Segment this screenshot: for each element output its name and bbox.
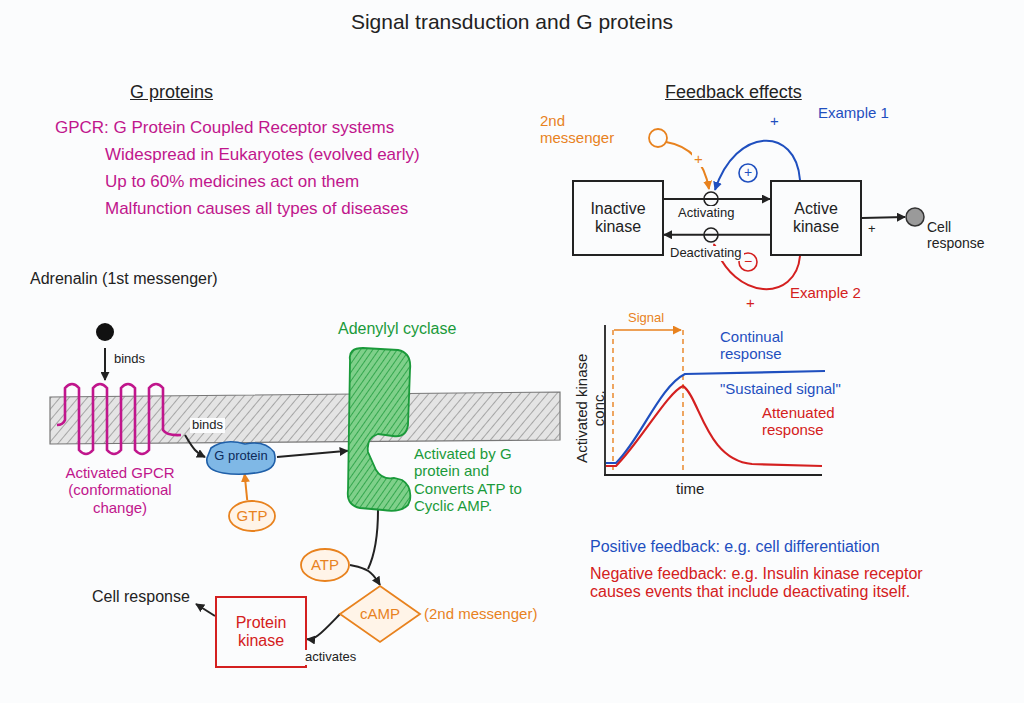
curve-label: "Sustained signal" <box>720 380 841 397</box>
axis-label: time <box>676 480 704 497</box>
signal-start <box>612 330 613 474</box>
sign-label: + <box>692 150 705 167</box>
node-label: GTP <box>228 507 276 524</box>
node-label: ATP <box>300 556 350 573</box>
signal-arrow <box>614 329 681 331</box>
connector <box>277 451 348 457</box>
edge-label: + <box>866 222 878 237</box>
node-note: (2nd messenger) <box>424 605 537 622</box>
molecule-outline <box>229 501 275 531</box>
example-label: Example 2 <box>790 284 861 301</box>
connector <box>350 565 380 585</box>
connector <box>185 435 205 457</box>
edge-label: Activating <box>676 206 736 221</box>
x-axis <box>604 474 822 476</box>
example-label: Example 1 <box>818 104 889 121</box>
process-box: Active kinase <box>770 180 862 256</box>
sign-label: + <box>740 164 756 180</box>
note-text: Malfunction causes all types of diseases <box>105 199 408 219</box>
edge-label: activates <box>303 650 358 665</box>
connector <box>245 474 248 500</box>
connector <box>862 217 905 218</box>
ligand-dot <box>96 323 114 341</box>
decision-diamond <box>340 586 420 642</box>
sign-label: + <box>768 112 781 129</box>
edge-label: binds <box>190 418 225 433</box>
node-label: 2nd messenger <box>540 112 640 147</box>
gtp-molecule: GTP <box>228 500 276 532</box>
edge-label: binds <box>112 352 147 367</box>
node-label: Adrenalin (1st messenger) <box>30 270 230 288</box>
node-label: Active kinase <box>772 200 860 237</box>
note-text: Widespread in Eukaryotes (evolved early) <box>105 145 420 165</box>
note-text: GPCR: G Protein Coupled Receptor systems <box>55 118 394 138</box>
messenger-molecule: Adrenalin (1st messenger) <box>30 270 230 348</box>
signal-end <box>682 330 683 474</box>
response-arrow <box>196 604 215 616</box>
molecule-outline <box>301 549 349 581</box>
second-messenger: cAMP(2nd messenger) <box>340 585 510 643</box>
axis-label: Activated kinase conc. <box>573 338 608 478</box>
g-protein: G protein <box>205 440 277 474</box>
section-heading: Feedback effects <box>665 82 802 103</box>
note-text: Up to 60% medicines act on them <box>105 172 359 192</box>
node-outline <box>905 205 1000 265</box>
atp-molecule: ATP <box>300 548 350 582</box>
note-text: Negative feedback: e.g. Insulin kinase r… <box>590 565 970 602</box>
messenger-circle <box>649 129 667 147</box>
gpcr-symbol <box>57 384 181 454</box>
connector <box>307 614 340 639</box>
edge-label: Deactivating <box>668 246 744 261</box>
receptor: Activated GPCR (conformational change) <box>55 380 185 520</box>
sign-label: + <box>744 294 757 311</box>
node-label: Protein kinase <box>217 614 305 651</box>
cyclase-shape <box>348 348 411 511</box>
process-box: Inactive kinase <box>572 180 664 256</box>
node-label: Inactive kinase <box>574 200 662 237</box>
note-text: Positive feedback: e.g. cell differentia… <box>590 538 880 556</box>
sign-circle <box>739 164 757 182</box>
connector <box>104 348 106 380</box>
node-label: G protein <box>205 449 277 464</box>
process-box: Protein kinase <box>215 596 307 668</box>
cell-membrane <box>50 392 560 444</box>
node-label: Activated GPCR (conformational change) <box>55 464 185 516</box>
output-node: Cell response <box>905 205 1000 265</box>
feedback-arrow <box>666 142 709 189</box>
messenger-input: 2nd messenger <box>540 110 670 150</box>
node-label: Cell response <box>927 219 997 251</box>
response-label: Cell response <box>92 588 190 606</box>
curve-label: Continual response <box>720 328 810 363</box>
enzyme: Adenylyl cyclaseActivated by G protein a… <box>338 320 533 538</box>
response-dot <box>906 208 924 226</box>
title: Signal transduction and G proteins <box>0 10 1024 34</box>
section-heading: G proteins <box>130 82 213 103</box>
connector <box>664 198 770 200</box>
connector <box>664 234 770 236</box>
node-label: Adenylyl cyclase <box>338 320 498 338</box>
reaction-line <box>368 510 378 569</box>
node-label: cAMP <box>340 605 420 622</box>
signal-label: Signal <box>626 311 666 326</box>
curve-label: Attenuated response <box>762 404 852 439</box>
node-note: Activated by G protein and Converts ATP … <box>414 445 533 514</box>
